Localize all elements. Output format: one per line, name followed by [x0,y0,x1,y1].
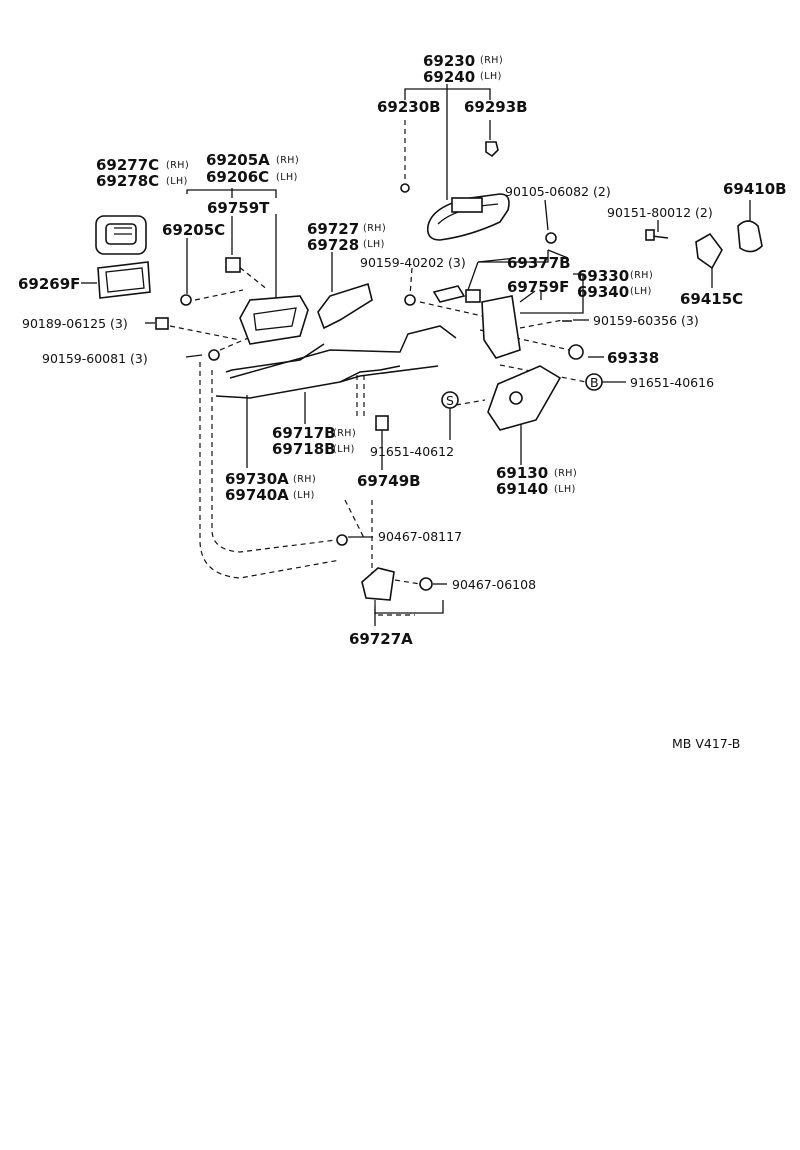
label-90159-40202: 90159-40202 (3) [360,255,466,270]
label-69230-side: (RH) [480,55,503,66]
label-69130-side: (RH) [554,468,577,479]
leader-lines [81,84,751,626]
label-91651-40616: 91651-40616 [630,375,714,390]
label-69277c-side: (RH) [166,160,189,171]
label-69377b: 69377B [507,254,571,272]
inside-handle-bezel [95,215,147,255]
label-69730a-side: (RH) [293,474,316,485]
label-69205a-side: (RH) [276,155,299,166]
label-91651-40612: 91651-40612 [370,444,454,459]
label-69140-side: (LH) [554,484,576,495]
label-69230b: 69230B [377,98,441,116]
label-69759f: 69759F [507,278,569,296]
control-rods [215,325,457,431]
handle-pad [97,261,151,299]
label-69206c-side: (LH) [276,172,298,183]
part-labels: 69230 (RH) 69240 (LH) 69230B 69293B 9010… [18,52,787,751]
outside-handle [400,141,557,244]
marker-b: B [590,375,599,390]
label-69206c: 69206C [206,168,269,186]
label-90105: 90105-06082 (2) [505,184,611,199]
lock-link [317,282,466,330]
label-90467-06108: 90467-06108 [452,577,536,592]
label-69749b: 69749B [357,472,421,490]
label-69340-side: (LH) [630,286,652,297]
inside-handle [155,257,309,361]
label-69740a-side: (LH) [293,490,315,501]
label-69278c-side: (LH) [166,176,188,187]
label-69740a: 69740A [225,486,289,504]
label-69330: 69330 [577,267,629,285]
label-69205c: 69205C [162,221,225,239]
label-69269f: 69269F [18,275,80,293]
diagram-code: MB V417-B [672,736,740,751]
circle-markers: B S [441,373,603,409]
rod-bracket [336,534,433,601]
label-69230: 69230 [423,52,475,70]
label-69727: 69727 [307,220,359,238]
remote-control [487,365,562,431]
label-69330-side: (RH) [630,270,653,281]
label-69728: 69728 [307,236,359,254]
label-69338: 69338 [607,349,659,367]
label-69728-side: (LH) [363,239,385,250]
label-69410b: 69410B [723,180,787,198]
label-90467-08117: 90467-08117 [378,529,462,544]
label-69727a: 69727A [349,630,413,648]
label-69205a: 69205A [206,151,270,169]
label-69730a: 69730A [225,470,289,488]
label-69717b-side: (RH) [333,428,356,439]
label-69415c: 69415C [680,290,743,308]
label-90189: 90189-06125 (3) [22,316,128,331]
label-69240: 69240 [423,68,475,86]
label-69727-side: (RH) [363,223,386,234]
label-90159-60356: 90159-60356 (3) [593,313,699,328]
label-69130: 69130 [496,464,548,482]
label-69140: 69140 [496,480,548,498]
marker-s: S [446,393,454,408]
door-lock [465,289,584,360]
label-69240-side: (LH) [480,71,502,82]
label-69340: 69340 [577,283,629,301]
label-69759t: 69759T [207,199,270,217]
label-90159-60081: 90159-60081 (3) [42,351,148,366]
label-69293b: 69293B [464,98,528,116]
label-69278c: 69278C [96,172,159,190]
key-cylinder [645,220,763,270]
label-69717b: 69717B [272,424,336,442]
label-69277c: 69277C [96,156,159,174]
parts-drawings: B S [95,141,763,601]
label-69718b: 69718B [272,440,336,458]
label-69718b-side: (LH) [333,444,355,455]
label-90151: 90151-80012 (2) [607,205,713,220]
